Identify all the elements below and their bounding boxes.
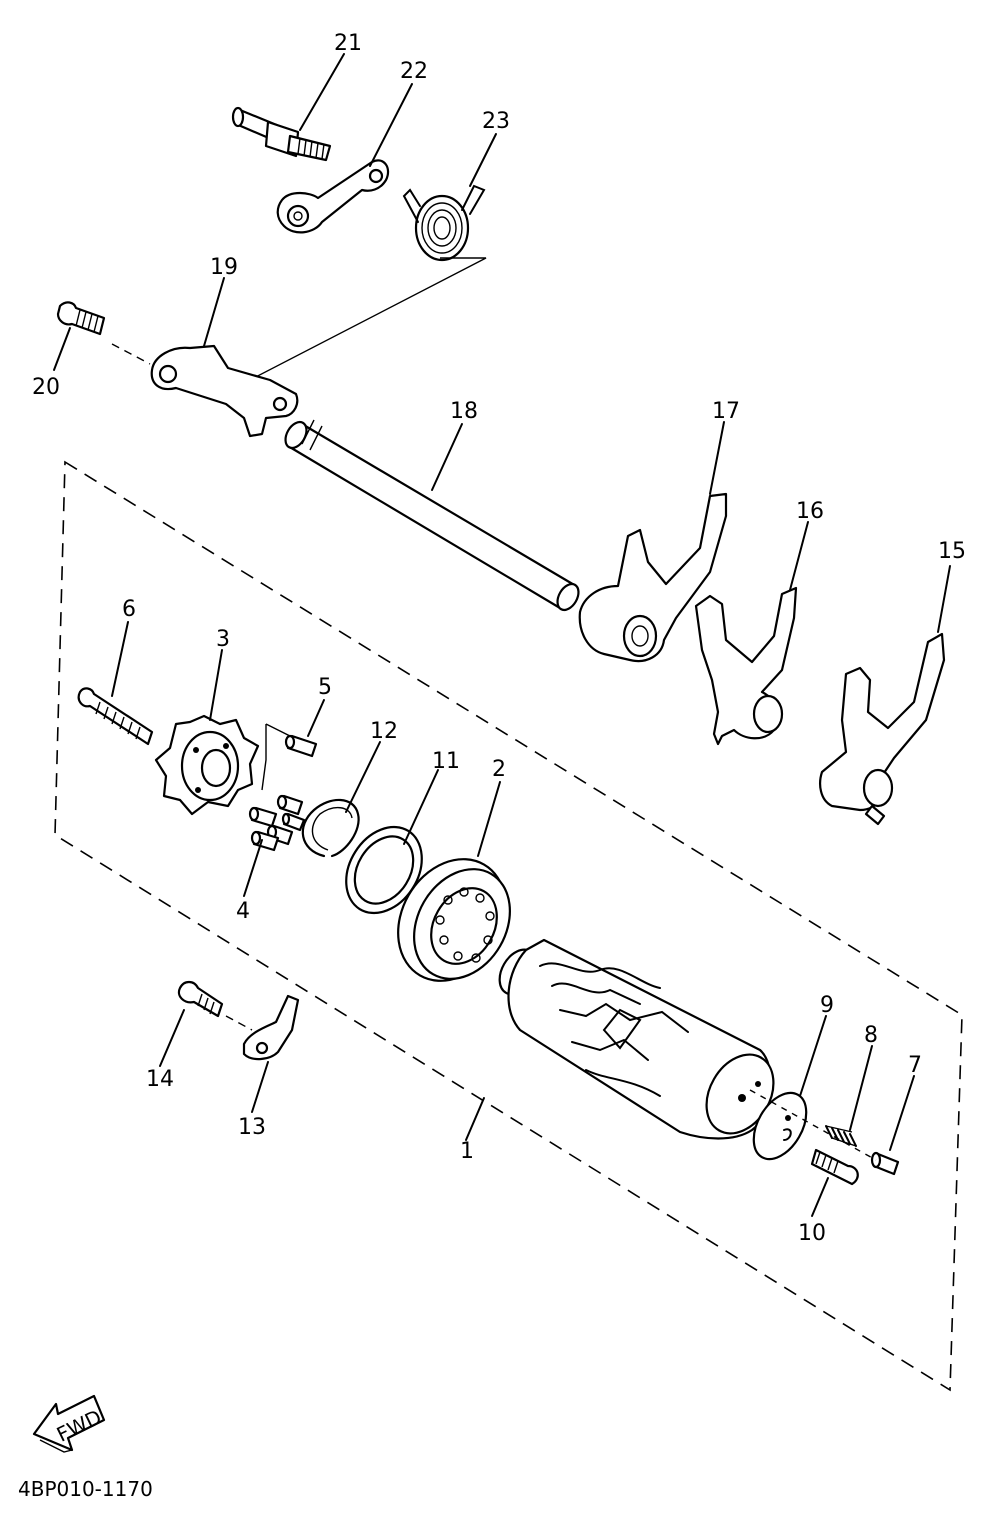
bolt-20-line [111, 343, 151, 365]
label-14: 14 [146, 1067, 174, 1092]
assembly-boundary [54, 460, 963, 1392]
label-16: 16 [796, 499, 824, 524]
drum-guide-line [749, 1089, 877, 1161]
label-6: 6 [122, 597, 136, 622]
label-22: 22 [400, 59, 428, 84]
part-9-plate [752, 1091, 808, 1161]
part-14-screw [177, 980, 224, 1018]
part-5-pin [284, 734, 318, 758]
part-8-spring [825, 1125, 857, 1147]
part-10-screw [810, 1148, 859, 1186]
part-13-stopper [242, 994, 300, 1061]
label-4: 4 [236, 899, 250, 924]
part-22-lever [276, 159, 390, 234]
label-5: 5 [318, 675, 332, 700]
label-10: 10 [798, 1221, 826, 1246]
diagram-code: 4BP010-1170 [18, 1477, 153, 1501]
leader-lines [53, 53, 951, 1217]
segment-guide-lines [261, 723, 291, 791]
label-1: 1 [460, 1139, 474, 1164]
label-11: 11 [432, 749, 460, 774]
label-3: 3 [216, 627, 230, 652]
label-19: 19 [210, 255, 238, 280]
part-17-shift-fork [578, 492, 728, 663]
label-21: 21 [334, 31, 362, 56]
label-17: 17 [712, 399, 740, 424]
label-15: 15 [938, 539, 966, 564]
part-6-screw [77, 687, 154, 746]
label-13: 13 [238, 1115, 266, 1140]
part-3-segment [154, 714, 260, 816]
label-12: 12 [370, 719, 398, 744]
label-7: 7 [908, 1053, 922, 1078]
part-15-shift-fork [819, 632, 946, 826]
part-11-washer [345, 825, 423, 915]
label-2: 2 [492, 757, 506, 782]
part-12-circlip [301, 798, 360, 858]
part-19-shift-arm [150, 344, 299, 438]
fwd-arrow: FWD [32, 1394, 105, 1453]
part-7-pin [870, 1151, 900, 1176]
part-labels: 21 22 23 19 20 18 17 16 15 6 3 5 12 11 2… [32, 31, 966, 1246]
part-21-bolt [231, 106, 332, 162]
part-2-bearing [397, 858, 511, 982]
part-18-guide-bar [284, 419, 580, 612]
label-20: 20 [32, 375, 60, 400]
label-18: 18 [450, 399, 478, 424]
part-23-spring [402, 184, 486, 262]
part-4-pins [248, 794, 306, 852]
screw-14-line [225, 1015, 253, 1031]
shift-drum [498, 938, 775, 1140]
part-16-shift-fork [694, 586, 798, 746]
label-9: 9 [820, 993, 834, 1018]
spring-assembly-line [245, 257, 487, 383]
part-20-bolt [56, 301, 106, 336]
label-23: 23 [482, 109, 510, 134]
label-8: 8 [864, 1023, 878, 1048]
